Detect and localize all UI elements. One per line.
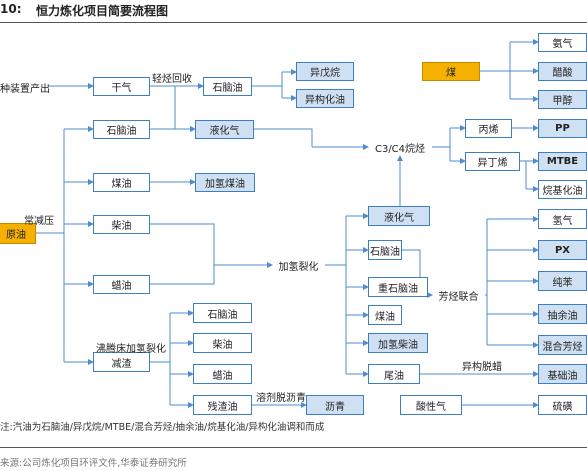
light-hydrocarbon-recovery-label: 轻烃回收 — [152, 74, 192, 85]
atmospheric-vacuum-label: 常减压 — [24, 216, 54, 227]
wax-oil-node: 蜡油 — [93, 275, 150, 294]
figure-label: 10: — [0, 2, 22, 16]
solvent-deasphalting-label: 溶剂脱沥青 — [256, 393, 306, 404]
methanol-node: 甲醇 — [538, 90, 587, 109]
heavy-naphtha-node: 重石脑油 — [368, 277, 428, 297]
isopentane-node: 异戊烷 — [296, 62, 354, 81]
ebullated-bed-label: 沸腾床加氢裂化 — [96, 344, 166, 355]
mtbe-node: MTBE — [538, 152, 587, 171]
raffinate-node: 抽余油 — [538, 304, 587, 324]
alkylate-oil-node: 烷基化油 — [538, 180, 587, 199]
mixed-aromatics-node: 混合芳烃 — [538, 335, 587, 355]
asphalt-node: 沥青 — [306, 395, 364, 415]
top-rule — [0, 22, 587, 23]
px-node: PX — [538, 240, 587, 260]
ammonia-node: 氨气 — [538, 33, 587, 52]
lpg-node: 液化气 — [195, 120, 254, 139]
naphtha-hydrocracking-node: 石脑油 — [368, 240, 402, 260]
wax-ebullated-node: 蜡油 — [193, 364, 252, 384]
hydrogen-node: 氢气 — [538, 209, 587, 229]
naphtha-ebullated-node: 石脑油 — [193, 303, 252, 323]
iso-dewaxing-label: 异构脱蜡 — [462, 362, 502, 373]
lpg-hydrocracking-node: 液化气 — [368, 206, 430, 226]
benzene-node: 纯苯 — [538, 271, 587, 291]
diesel-ebullated-node: 柴油 — [193, 333, 252, 353]
vacuum-residue-node: 减渣 — [93, 352, 150, 372]
isobutylene-node: 异丁烯 — [465, 152, 520, 171]
acid-gas-node: 酸性气 — [400, 395, 462, 415]
source-note: 来源:公司炼化项目环评文件,华泰证券研究所 — [0, 458, 187, 469]
upstream-unit-label: 种装置产出 — [0, 84, 50, 95]
aromatics-complex-node: 芳烃联合 — [438, 292, 479, 303]
kerosene-hydrocracking-node: 煤油 — [368, 305, 402, 325]
isomerized-oil-node: 异构化油 — [296, 89, 354, 108]
base-oil-node: 基础油 — [538, 364, 587, 384]
figure-header: 10: 恒力炼化项目简要流程图 — [0, 0, 587, 22]
dry-gas-node: 干气 — [93, 77, 150, 96]
sulfur-node: 硫磺 — [538, 395, 587, 415]
pp-node: PP — [538, 119, 587, 138]
naphtha-node: 石脑油 — [93, 120, 150, 139]
crude-oil-node: 原油 — [0, 223, 36, 244]
hydro-diesel-node: 加氢柴油 — [368, 333, 428, 353]
coal-node: 煤 — [422, 62, 480, 81]
bottom-rule — [0, 447, 587, 448]
hydrocracking-node: 加氢裂化 — [278, 262, 319, 273]
propylene-node: 丙烯 — [465, 119, 512, 138]
diesel-node: 柴油 — [93, 215, 150, 234]
coal-oil-node: 煤油 — [93, 173, 150, 192]
acetic-acid-node: 醋酸 — [538, 62, 587, 81]
footnote: 注:汽油为石脑油/异戊烷/MTBE/混合芳烃/抽余油/烷基化油/异构化油调和而成 — [0, 422, 325, 433]
c3c4-alkanes-node: C3/C4烷烃 — [374, 144, 426, 155]
hydro-coal-oil-node: 加氢煤油 — [195, 173, 255, 192]
residue-oil-node: 残渣油 — [193, 395, 252, 415]
naphtha-recovered-node: 石脑油 — [203, 77, 252, 96]
figure-title: 恒力炼化项目简要流程图 — [36, 4, 169, 18]
tail-oil-node: 尾油 — [368, 364, 420, 384]
